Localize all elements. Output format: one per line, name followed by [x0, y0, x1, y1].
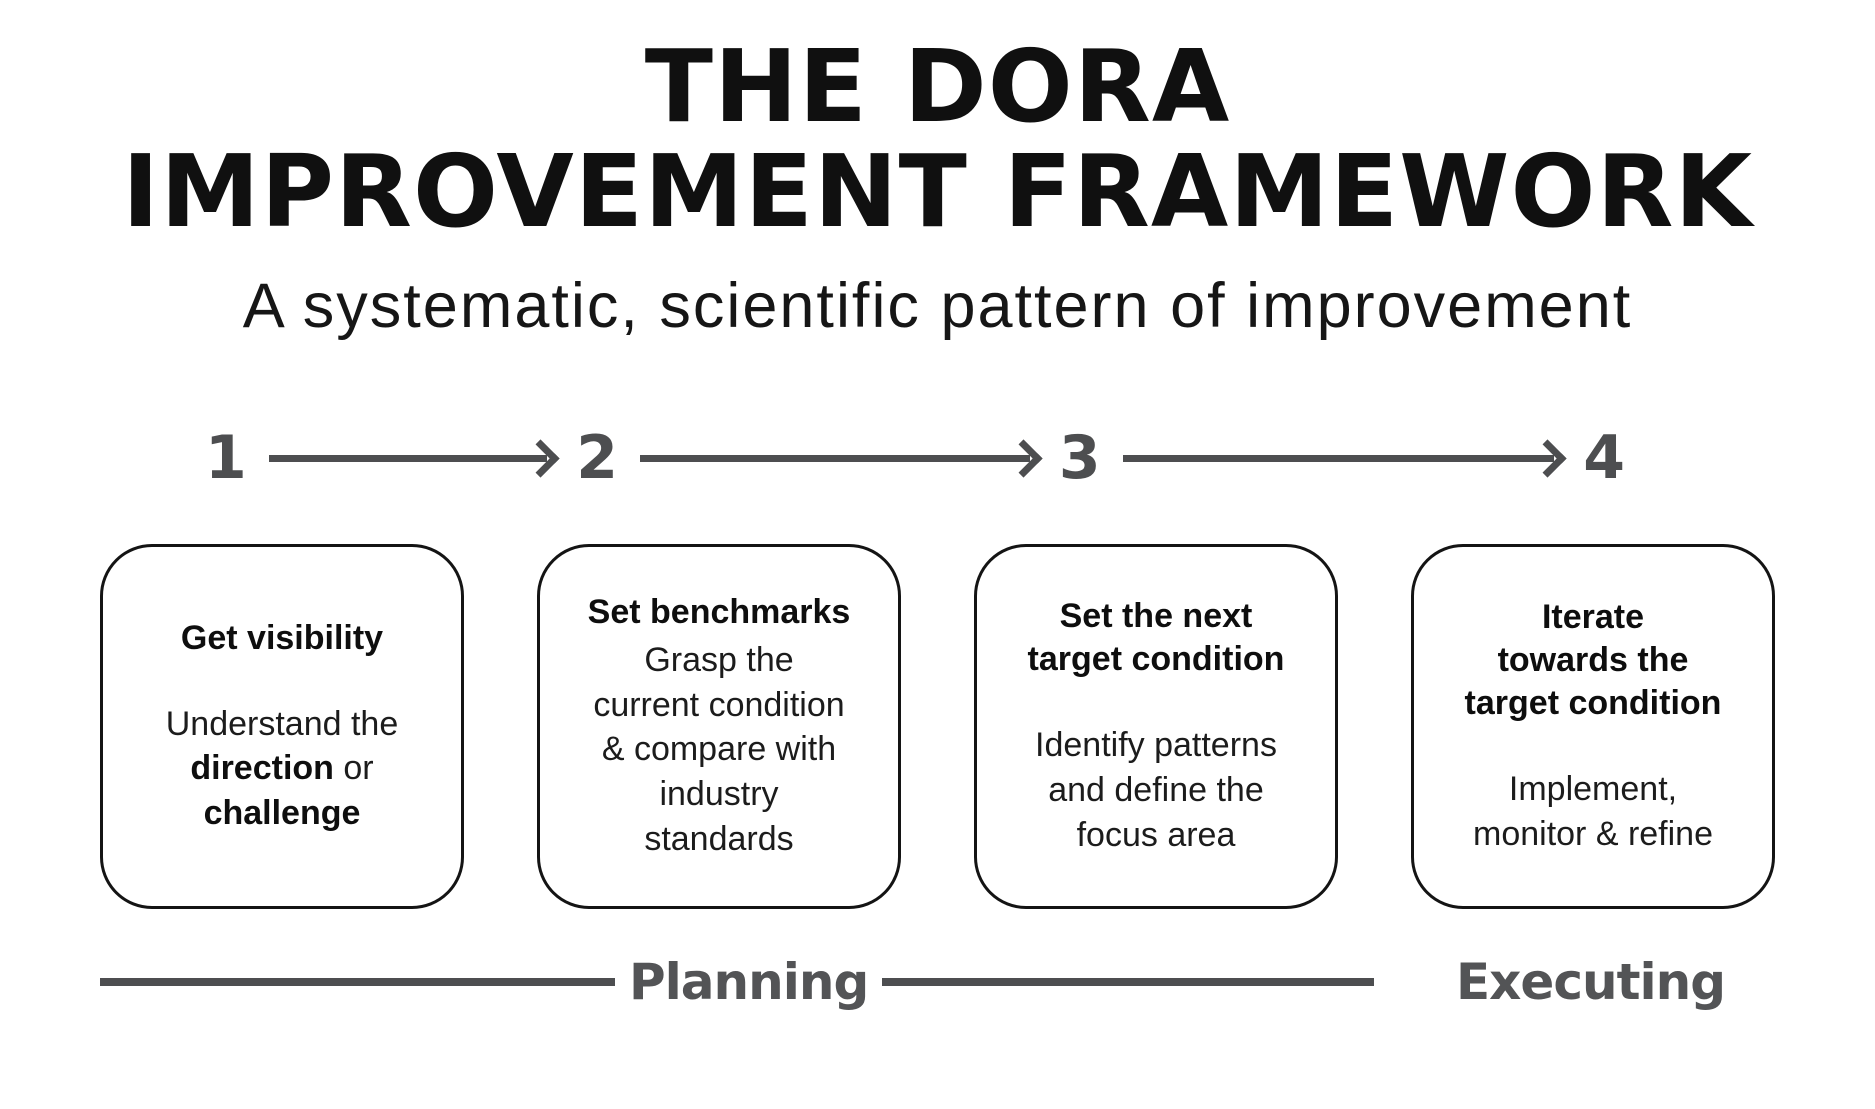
step-number-2: 2: [576, 423, 618, 493]
arrow-1-to-2: [268, 438, 560, 478]
body-text-segment: standards: [644, 820, 794, 859]
arrow-3-to-4: [1122, 438, 1567, 478]
page-title-line-1: THE DORA: [644, 28, 1231, 145]
step-card-title: Get visibility: [181, 617, 383, 660]
title-line: Get visibility: [180, 618, 384, 657]
body-text-segment: monitor & refine: [1473, 814, 1713, 853]
title-line: Set benchmarks: [587, 592, 851, 631]
page-subtitle: A systematic, scientific pattern of impr…: [242, 271, 1633, 341]
body-text-segment: direction: [190, 749, 334, 788]
body-line: & compare with: [593, 727, 844, 772]
body-text-segment: focus area: [1076, 815, 1236, 854]
body-line: and define the: [1035, 768, 1277, 813]
body-text-segment: Implement,: [1508, 769, 1678, 808]
arrow-head-icon: [521, 438, 560, 478]
title-line: target condition: [1027, 640, 1285, 679]
step-card-body: Identify patterns and define the focus are…: [1035, 723, 1277, 858]
body-line: standards: [593, 817, 844, 862]
body-text-segment: and define the: [1048, 770, 1264, 809]
step-card-body: Grasp the current condition & compare with…: [593, 638, 844, 862]
body-line: Grasp the: [593, 638, 844, 683]
body-text-segment: Grasp the: [644, 640, 794, 679]
step-card-body: Implement, monitor & refine: [1473, 767, 1713, 857]
body-line: Understand the: [166, 702, 399, 747]
step-number-4: 4: [1583, 423, 1625, 493]
arrow-shaft: [1122, 454, 1555, 462]
body-text-segment: & compare with: [601, 730, 837, 769]
body-text-segment: industry: [659, 775, 779, 814]
body-text-segment: or: [333, 749, 374, 788]
planning-bracket-line-left: [100, 978, 615, 986]
step-number-3: 3: [1058, 423, 1101, 493]
body-line: industry: [593, 772, 844, 817]
body-line: current condition: [593, 683, 844, 728]
step-card-set-next-target-condition: Set the next target condition Identify pa…: [974, 544, 1338, 909]
title-line: Iterate: [1541, 598, 1645, 637]
planning-label: Planning: [629, 953, 869, 1011]
title-line: Set the next: [1059, 597, 1253, 636]
body-line: direction or: [166, 746, 399, 791]
arrow-2-to-3: [639, 438, 1043, 478]
body-line: challenge: [166, 791, 399, 836]
step-number-1: 1: [205, 423, 247, 493]
title-line: target condition: [1464, 684, 1722, 723]
step-card-title: Set benchmarks: [588, 591, 851, 634]
body-text-segment: Identify patterns: [1035, 726, 1277, 765]
body-text-segment: current condition: [593, 685, 845, 724]
step-card-set-benchmarks: Set benchmarks Grasp the current conditio…: [537, 544, 901, 909]
executing-label: Executing: [1456, 953, 1726, 1011]
phase-footer: Planning Executing: [100, 957, 1775, 1007]
step-card-title: Iterate towards the target condition: [1465, 596, 1722, 724]
body-text-segment: Understand the: [165, 704, 399, 743]
planning-bracket-line-right: [882, 978, 1375, 986]
body-line: focus area: [1035, 813, 1277, 858]
step-card-title: Set the next target condition: [1028, 595, 1285, 681]
step-card-iterate-towards-target: Iterate towards the target condition Imple…: [1411, 544, 1775, 909]
arrow-shaft: [268, 454, 548, 462]
arrow-shaft: [639, 454, 1030, 462]
step-number-track: 1 2 3 4: [100, 422, 1775, 494]
body-line: Identify patterns: [1035, 723, 1277, 768]
title-line: towards the: [1497, 641, 1689, 680]
body-text-segment: challenge: [203, 794, 361, 833]
arrow-head-icon: [1004, 438, 1043, 478]
page-title: THE DORA IMPROVEMENT FRAMEWORK: [0, 0, 1875, 244]
page-title-line-2: IMPROVEMENT FRAMEWORK: [122, 133, 1753, 250]
arrow-head-icon: [1528, 438, 1567, 478]
body-line: Implement,: [1473, 767, 1713, 812]
body-line: monitor & refine: [1473, 812, 1713, 857]
